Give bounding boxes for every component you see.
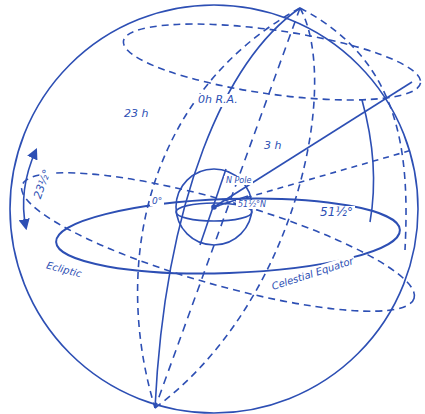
centre-dot — [212, 205, 216, 209]
earth-axis — [200, 169, 226, 245]
ra-line — [214, 150, 412, 207]
hour-label: 23 h — [122, 108, 150, 121]
declination-circle — [119, 9, 425, 114]
angle-arc — [362, 100, 374, 222]
meridian — [155, 8, 315, 408]
sphere-outline — [10, 5, 418, 413]
meridian — [155, 8, 300, 408]
angle-label: 23½° — [31, 166, 55, 202]
angle-label: 0° — [150, 196, 164, 206]
equator-ellipse — [10, 145, 425, 338]
ra-line — [214, 82, 412, 207]
polar-axis — [155, 8, 300, 408]
meridian — [300, 8, 406, 250]
equator-label: Celestial Equator — [268, 254, 357, 293]
meridian — [138, 8, 300, 408]
angle-label: 51½° — [318, 206, 355, 220]
pole-label: N Pole — [224, 176, 253, 185]
hour-label: 3 h — [262, 140, 283, 153]
ecliptic-label: Ecliptic — [43, 259, 85, 280]
latitude-label: 51½°N — [236, 200, 268, 209]
ra-label: 0h R.A. — [196, 94, 240, 107]
